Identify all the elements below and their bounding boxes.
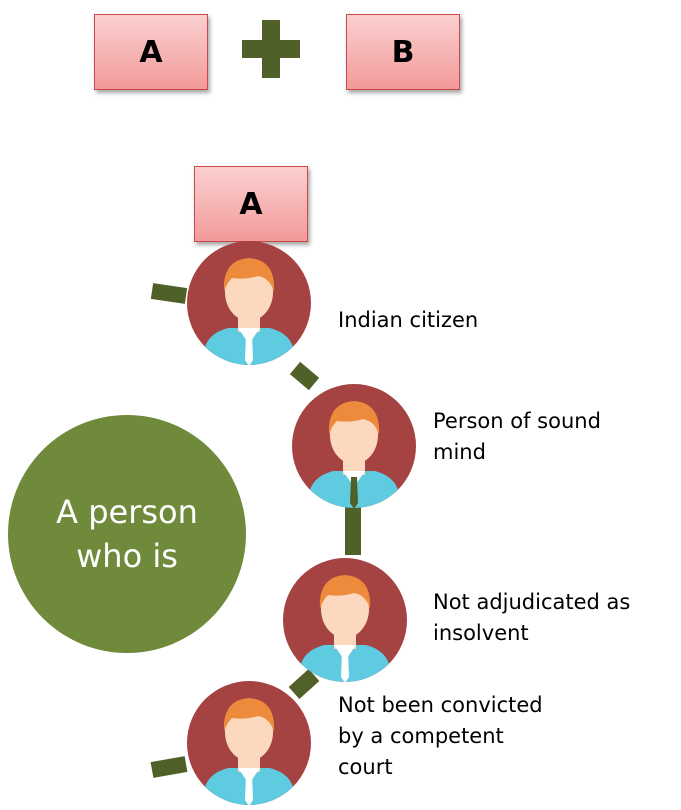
person-avatar-icon bbox=[291, 383, 417, 509]
center-circle-text: A person who is bbox=[56, 493, 198, 575]
connector-segment-top bbox=[150, 283, 188, 304]
criterion-label: Not been convicted by a competent court bbox=[338, 693, 543, 779]
box-b: B bbox=[346, 14, 460, 90]
person-avatar-icon bbox=[282, 557, 408, 683]
connector-segment-bottom bbox=[150, 756, 188, 778]
criterion-label: Indian citizen bbox=[338, 308, 479, 332]
person-avatar-icon bbox=[186, 240, 312, 366]
box-b-label: B bbox=[391, 34, 415, 70]
criterion-label: Person of sound mind bbox=[433, 409, 601, 464]
center-circle: A person who is bbox=[8, 415, 246, 653]
section-box-label: A bbox=[239, 186, 263, 222]
box-a-label: A bbox=[139, 34, 163, 70]
person-avatar-icon bbox=[186, 680, 312, 806]
box-a: A bbox=[94, 14, 208, 90]
criterion-label: Not adjudicated as insolvent bbox=[433, 590, 631, 645]
connector-segment-1 bbox=[289, 361, 320, 391]
section-box-a: A bbox=[194, 166, 308, 242]
